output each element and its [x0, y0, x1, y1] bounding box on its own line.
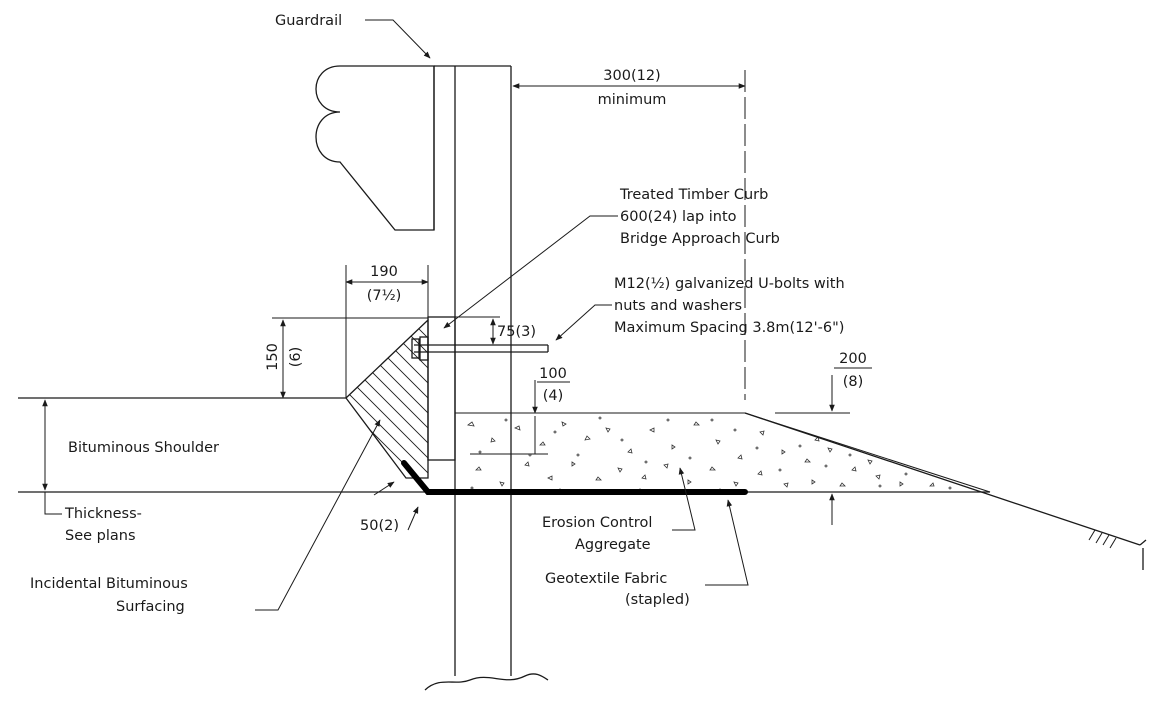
bolt-label-line1: M12(½) galvanized U-bolts with	[614, 276, 845, 292]
incidental-label-line1: Incidental Bituminous	[30, 576, 188, 592]
dim-150-label: 150	[265, 343, 281, 371]
thickness-label-line2: See plans	[65, 528, 136, 544]
treated-timber-curb	[345, 318, 429, 479]
dim-200-inch-label: (8)	[843, 374, 864, 390]
post-break-line	[424, 673, 549, 691]
dim-100-inch-label: (4)	[543, 388, 564, 404]
guardrail-label: Guardrail	[275, 13, 342, 29]
dim-minimum-label: minimum	[598, 92, 667, 108]
bolt-label-line2: nuts and washers	[614, 298, 742, 314]
curb-label-line2: 600(24) lap into	[620, 209, 737, 225]
geotextile-label-line2: (stapled)	[625, 592, 690, 608]
guardrail-beam	[315, 65, 435, 231]
dim-75-label: 75(3)	[497, 324, 536, 340]
ground-tick-marks	[1088, 529, 1117, 549]
dim-190-label: 190	[370, 264, 398, 280]
embankment-slope	[744, 412, 1141, 546]
dim-200-label: 200	[839, 351, 867, 367]
curb-label-line1: Treated Timber Curb	[619, 187, 768, 203]
geotextile-label-line1: Geotextile Fabric	[545, 571, 667, 587]
dim-50-label: 50(2)	[360, 518, 399, 534]
erosion-label-line2: Aggregate	[575, 537, 651, 553]
dim-100-label: 100	[539, 366, 567, 382]
dim-300-label: 300(12)	[603, 68, 660, 84]
erosion-control-aggregate	[454, 412, 991, 493]
dim-150-inch-label: (6)	[288, 347, 304, 368]
geotextile-fabric	[401, 460, 748, 495]
curb-hatching	[346, 320, 428, 478]
erosion-label-line1: Erosion Control	[542, 515, 652, 531]
timber-plank	[427, 316, 456, 461]
dim-190-inch-label: (7½)	[367, 288, 402, 304]
curb-label-line3: Bridge Approach Curb	[620, 231, 780, 247]
bolt-label-line3: Maximum Spacing 3.8m(12'-6")	[614, 320, 844, 336]
incidental-label-line2: Surfacing	[116, 599, 185, 615]
shoulder-label: Bituminous Shoulder	[68, 440, 219, 456]
u-bolt	[411, 336, 549, 361]
thickness-label-line1: Thickness-	[64, 506, 142, 522]
